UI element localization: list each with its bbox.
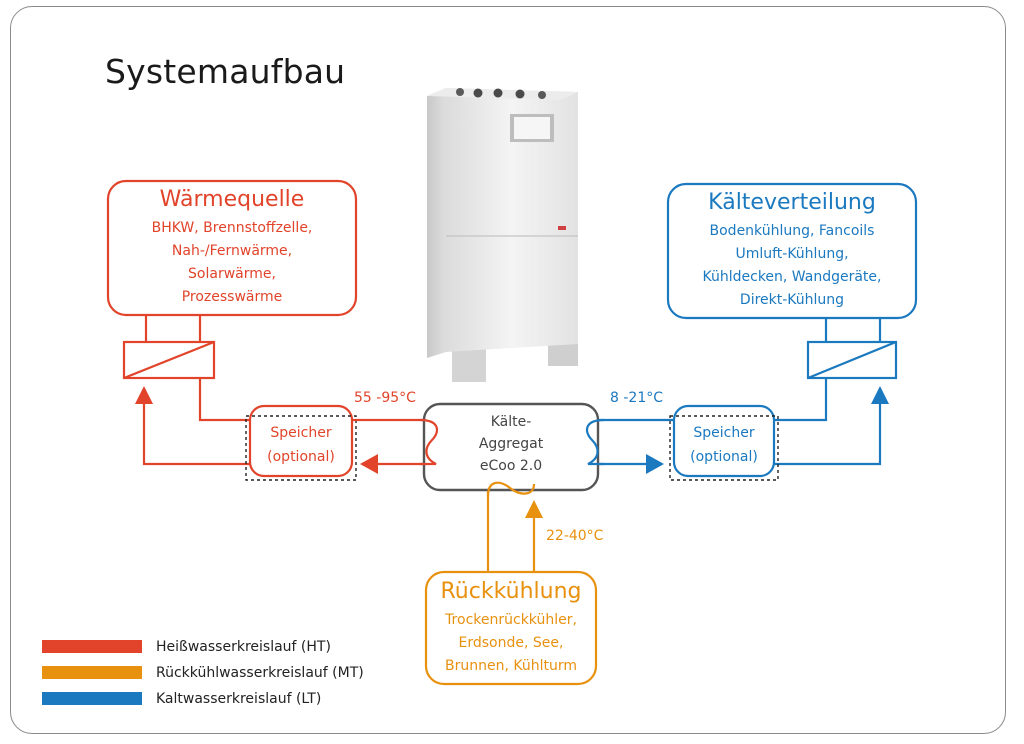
legend-label: Rückkühlwasserkreislauf (MT) [156,665,364,681]
heat-source-line: Solarwärme, [188,266,276,282]
cold-circuit [594,182,918,481]
ecoo-unit-image [427,88,578,382]
legend-swatch-hot [42,640,142,653]
legend-swatch-mid [42,666,142,679]
cold-distribution-box [666,182,918,320]
unit-box [419,402,605,497]
cold-heat-exchanger [806,340,898,380]
heat-source-line: BHKW, Brennstoffzelle, [152,220,313,236]
unit-label: Kälte- [491,414,532,430]
recooling-line: Brunnen, Kühlturm [445,658,577,674]
storage-cold [669,404,779,481]
arrow-up-icon [135,386,153,404]
heat-source-line: Nah-/Fernwärme, [172,243,292,259]
arrow-up-icon [525,500,543,518]
recooling-box [424,570,598,686]
cold-distribution-line: Bodenkühlung, Fancoils [710,223,875,239]
heat-source-line: Prozesswärme [182,289,283,305]
mid-temperature: 22-40°C [546,528,604,544]
cold-distribution-line: Kühldecken, Wandgeräte, [703,269,882,285]
heat-source-box [106,179,358,317]
cold-temperature: 8 -21°C [610,390,663,406]
storage-hot-label: Speicher [270,425,331,441]
recooling-heading: Rückkühlung [441,579,582,604]
cold-distribution-heading: Kälteverteilung [708,190,876,215]
hot-circuit [106,179,430,481]
legend-label: Kaltwasserkreislauf (LT) [156,691,321,707]
recooling-circuit [424,484,598,686]
storage-hot [245,404,357,481]
arrow-left-icon [360,454,378,474]
cold-distribution-line: Umluft-Kühlung, [735,246,848,262]
storage-cold-label: Speicher [693,425,754,441]
hot-temperature: 55 -95°C [354,390,416,406]
arrow-up-icon [871,386,889,404]
legend-label: Heißwasserkreislauf (HT) [156,639,331,655]
unit-label: Aggregat [479,436,544,452]
storage-cold-label: (optional) [690,449,758,465]
recooling-line: Erdsonde, See, [459,635,564,651]
storage-hot-label: (optional) [267,449,335,465]
heat-source-heading: Wärmequelle [160,187,305,212]
arrow-right-icon [646,454,664,474]
cold-distribution-line: Direkt-Kühlung [740,292,844,308]
legend-swatch-cold [42,692,142,705]
unit-label: eCoo 2.0 [480,458,542,474]
legend: Heißwasserkreislauf (HT) Rückkühlwasserk… [42,639,364,707]
hot-heat-exchanger [122,340,216,380]
recooling-line: Trockenrückkühler, [444,612,577,628]
page-title: Systemaufbau [105,52,346,91]
